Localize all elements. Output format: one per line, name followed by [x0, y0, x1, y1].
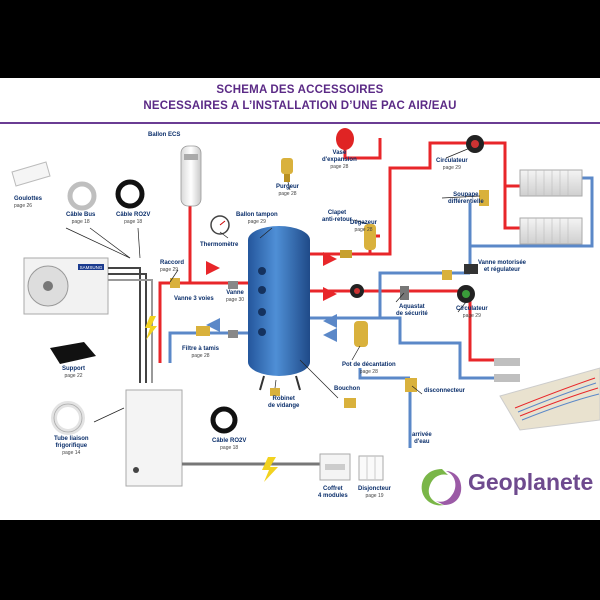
title-divider	[0, 122, 600, 124]
radiator-1	[519, 169, 583, 197]
buffer-tank	[248, 226, 310, 391]
circulator-mid	[350, 284, 364, 298]
hot-pipe-to-floor	[390, 289, 495, 362]
motorized-valve	[442, 264, 478, 280]
electrical-box	[319, 453, 351, 481]
unit-cables	[108, 267, 147, 383]
hot-flow-arrow-2	[323, 252, 337, 266]
cold-pipe-pac-return	[168, 331, 250, 363]
label-ballon-ecs: Ballon ECS	[148, 132, 181, 138]
cold-flow-arrow-2	[323, 314, 337, 328]
hot-pipe-to-radiator-1	[480, 141, 520, 188]
geoplanete-logo-mark	[421, 469, 462, 506]
hot-flow-arrow-3	[323, 287, 337, 301]
safety-aquastat	[400, 286, 409, 300]
cold-pipe-pot	[358, 368, 410, 380]
cable-trunking	[11, 161, 51, 187]
bus-cable-coil	[67, 181, 97, 211]
outdoor-unit	[23, 257, 109, 315]
hot-flow-arrow-1	[206, 261, 220, 275]
backflow-disconnector	[405, 378, 417, 392]
label-thermometre: Thermomètre	[200, 242, 239, 248]
air-vent	[281, 158, 293, 182]
raccord-fitting	[170, 278, 180, 288]
label-vanne-3-voies: Vanne 3 voies	[174, 296, 214, 302]
degasser	[364, 224, 376, 250]
mounting-support	[50, 342, 96, 364]
label-bouchon: Bouchon	[334, 386, 360, 392]
plug-cap	[344, 398, 356, 408]
differential-valve	[479, 190, 489, 206]
drain-valve	[270, 388, 280, 396]
logo-text: Geoplanete	[468, 469, 594, 495]
strainer-filter	[196, 326, 210, 336]
diagram-title-line-2: NECESSAIRES A L’INSTALLATION D’UNE PAC A…	[143, 100, 457, 112]
samsung-label: SAMSUNG	[80, 265, 103, 270]
cold-flow-arrow-3	[323, 328, 337, 342]
ecs-tank	[180, 145, 202, 207]
lightning-icon	[145, 316, 157, 340]
lightning-icon-2	[262, 457, 278, 482]
radiator-2	[519, 217, 583, 245]
expansion-vessel	[336, 128, 354, 150]
circuit-breaker	[358, 455, 384, 481]
diagram-drawing: SAMSUNG	[11, 128, 600, 506]
geoplanete-logo: Geoplanete	[418, 465, 598, 509]
cold-pipes	[168, 176, 594, 448]
cold-pipe-radiator-return	[468, 176, 594, 273]
valve-1	[228, 281, 238, 289]
diagram-canvas: SCHEMA DES ACCESSOIRES NECESSAIRES A L’I…	[0, 78, 600, 520]
settling-pot	[354, 321, 368, 347]
hot-pipe-to-circulator	[370, 141, 470, 256]
flow-arrows	[206, 252, 337, 342]
ro2v-cable-coil-2	[210, 406, 238, 434]
hot-pipe-to-radiator-2	[503, 186, 520, 230]
underfloor-heating	[494, 358, 600, 431]
check-valve	[340, 250, 352, 258]
indoor-hydro-module	[125, 389, 183, 487]
ro2v-cable-coil	[115, 179, 145, 209]
refrigerant-tube-coil	[51, 401, 85, 435]
circulator-bottom	[457, 285, 475, 303]
valve-2	[228, 330, 238, 338]
thermometer	[210, 215, 230, 235]
diagram-title-line-1: SCHEMA DES ACCESSOIRES	[216, 84, 384, 96]
cold-flow-arrow-1	[206, 318, 220, 332]
cold-pipe-degazeur	[378, 271, 470, 318]
leader-lines	[65, 147, 481, 423]
circulator-top	[466, 135, 484, 153]
label-disconnecteur: disconnecteur	[424, 388, 466, 394]
